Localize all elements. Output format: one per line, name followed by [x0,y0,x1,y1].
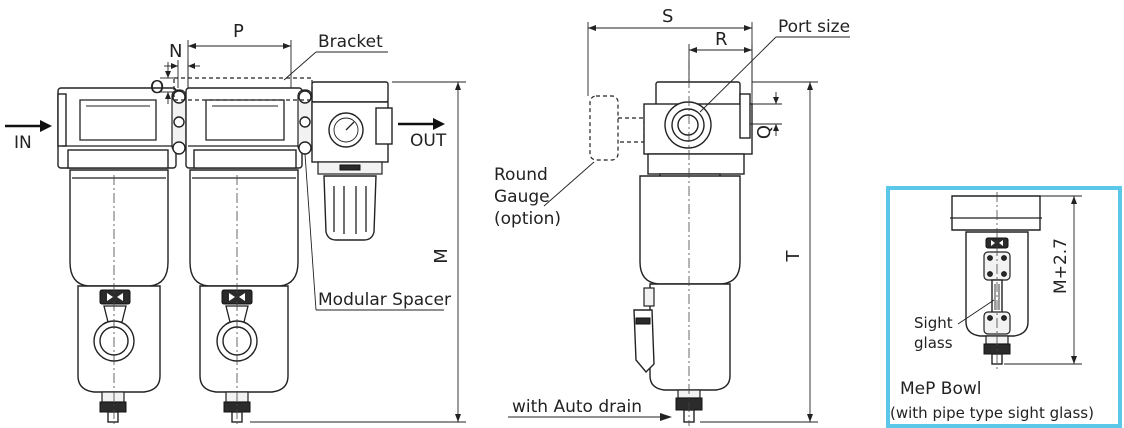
in-arrow [5,120,52,132]
in-label: IN [14,133,32,153]
round-gauge-label-2: Gauge [494,187,550,207]
dimension-q-label: Q [754,125,775,139]
mep-bowl-sublabel: (with pipe type sight glass) [890,404,1094,422]
bracket-outline [173,77,313,101]
dimension-r [688,44,753,94]
round-gauge-outline [589,95,619,161]
dimension-m [250,81,466,423]
bracket-label: Bracket [318,32,383,52]
dimension-o [160,62,176,104]
sight-glass-label-2: glass [914,334,953,352]
filter-unit-2 [185,87,303,425]
modular-spacer-label: Modular Spacer [318,290,451,310]
out-label: OUT [410,131,447,151]
dimension-m-plus-label: M+2.7 [1051,238,1071,294]
dimension-r-label: R [715,29,728,50]
front-view: IN [5,21,466,425]
auto-drain-label: with Auto drain [512,397,642,417]
round-gauge-label-1: Round [494,165,548,185]
filter-unit-1 [57,87,177,425]
regulator-unit [311,81,393,241]
dimension-q [750,92,782,136]
dimension-t-label: T [783,250,804,263]
dimension-p [187,40,292,88]
dimension-n-label: N [169,41,182,62]
out-arrow [398,118,445,130]
dimension-p-label: P [233,21,244,42]
dimension-t [700,81,818,423]
round-gauge-label-3: (option) [494,209,561,229]
dimension-o-label: O [150,77,164,98]
mep-bowl-label: MeP Bowl [900,379,981,399]
sight-glass-label-1: Sight [914,314,953,332]
dimension-n [164,60,200,88]
dimension-s-label: S [662,6,673,27]
side-view: S R Port size Q [494,6,850,426]
dimension-m-label: M [431,248,452,264]
mep-bowl-inset: M+2.7 Sight glass MeP Bowl (with pipe ty… [886,186,1122,428]
port-size-label: Port size [778,17,850,37]
